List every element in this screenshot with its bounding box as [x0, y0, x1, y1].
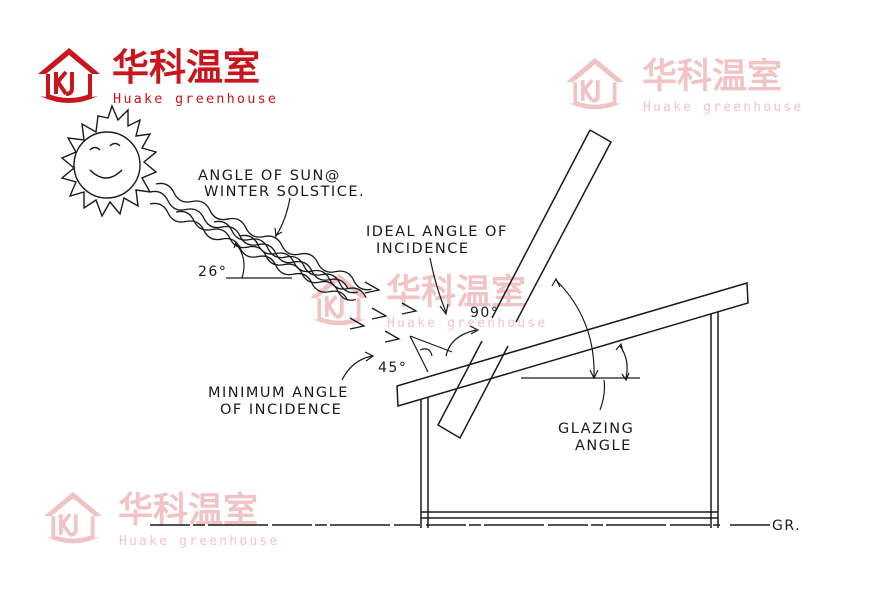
- brand-name-cn: 华科温室: [112, 46, 260, 89]
- label-minimum-line1: MINIMUM ANGLE: [208, 385, 349, 401]
- ray-line: [155, 182, 372, 291]
- glazing-roof-panel: [396, 282, 749, 407]
- right-angle-arc: [445, 329, 477, 357]
- label-glazing-line1: GLAZING: [558, 421, 634, 437]
- label-glazing-line2: ANGLE: [575, 438, 632, 454]
- label-ideal-line1: IDEAL ANGLE OF: [366, 224, 508, 240]
- leader-line: [341, 355, 373, 381]
- left-post: [420, 398, 429, 528]
- sun-rays: [60, 104, 158, 218]
- brand-name-cn: 华科温室: [642, 56, 782, 97]
- ray-line: [149, 202, 349, 301]
- right-angle-value: 90°: [470, 305, 499, 321]
- glazing-angle-markers: [409, 277, 640, 382]
- incidence-lines: [409, 335, 453, 373]
- brand-logo: 华科温室 Huake greenhouse: [36, 46, 278, 107]
- ray-line: [175, 210, 356, 301]
- brand-name-cn: 华科温室: [386, 272, 526, 313]
- sun-angle-value: 26°: [198, 264, 227, 280]
- leader-line: [274, 197, 291, 238]
- minimum-angle-arc: [419, 348, 433, 357]
- brand-name-en: Huake greenhouse: [113, 91, 278, 107]
- brand-name-cn: 华科温室: [118, 490, 258, 531]
- artist-signature: GR.: [772, 518, 801, 534]
- sun-rays-wavy: [149, 182, 418, 343]
- leader-line: [599, 379, 606, 411]
- ray-arrowheads: [349, 281, 418, 343]
- sun-smile: [89, 169, 123, 179]
- ray-line: [213, 220, 358, 294]
- leader-arrow: [439, 303, 449, 316]
- ray-line: [149, 190, 349, 289]
- greenhouse-structure: [396, 282, 749, 528]
- angle-arrow: [233, 240, 241, 249]
- large-arc-arrow: [551, 277, 561, 288]
- glazing-angle-arc: [619, 345, 628, 379]
- watermark-center: 华科温室 Huake greenhouse: [308, 271, 547, 331]
- board-outline: [437, 129, 613, 440]
- label-angle-of-sun-line1: ANGLE OF SUN@: [198, 168, 341, 184]
- large-angle-arc: [555, 279, 595, 379]
- right-post: [710, 310, 719, 528]
- brand-name-en: Huake greenhouse: [119, 534, 279, 549]
- sill-beam: [421, 511, 718, 519]
- right-angle-arrow: [469, 325, 480, 335]
- glazing-arc-arrow: [615, 342, 624, 353]
- label-angle-of-sun-line2: WINTER SOLSTICE.: [204, 184, 365, 200]
- label-ideal-line2: INCIDENCE: [376, 241, 469, 257]
- brand-name-en: Huake greenhouse: [643, 100, 803, 115]
- logo-icon: [36, 46, 102, 105]
- sun-drawing: [60, 104, 158, 218]
- logo-icon: [564, 55, 626, 112]
- perpendicular-board: [437, 129, 613, 440]
- minimum-angle-value: 45°: [378, 360, 407, 376]
- label-minimum-line2: OF INCIDENCE: [220, 402, 342, 418]
- angle-arc: [235, 243, 245, 279]
- glazing-arc-arrow: [621, 372, 630, 382]
- sun-angle-marker: [226, 240, 292, 279]
- large-arc-arrow: [589, 369, 599, 380]
- brand-name-en: Huake greenhouse: [387, 316, 547, 331]
- leader-line: [429, 257, 447, 313]
- leader-arrow: [364, 351, 375, 362]
- watermark-top-right: 华科温室 Huake greenhouse: [564, 55, 803, 115]
- sun-face: [73, 131, 141, 199]
- watermark-bottom-left: 华科温室 Huake greenhouse: [42, 489, 279, 549]
- ray-line: [239, 234, 367, 298]
- sun-eyes: [89, 142, 121, 151]
- logo-icon: [42, 489, 104, 546]
